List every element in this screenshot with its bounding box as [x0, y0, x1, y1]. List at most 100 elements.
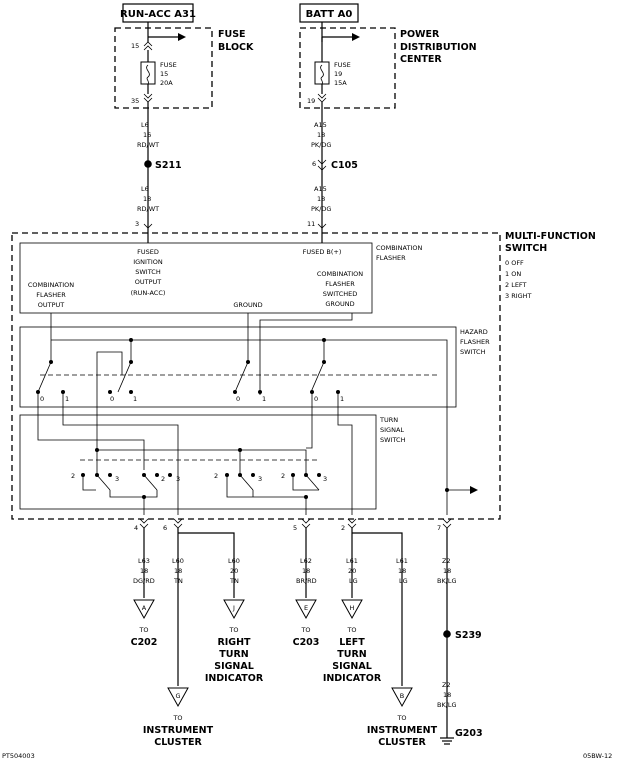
svg-text:CENTER: CENTER	[400, 54, 442, 65]
svg-text:PK/DG: PK/DG	[311, 141, 331, 149]
svg-text:TURN: TURN	[379, 416, 398, 424]
svg-text:2 LEFT: 2 LEFT	[505, 281, 527, 289]
turn-signal-switch: TURN SIGNAL SWITCH	[19, 414, 406, 510]
svg-text:COMBINATION: COMBINATION	[376, 244, 422, 252]
svg-text:OUTPUT: OUTPUT	[135, 278, 162, 286]
svg-text:LG: LG	[399, 577, 408, 585]
svg-text:GROUND: GROUND	[325, 300, 354, 308]
svg-text:FUSE: FUSE	[218, 29, 246, 40]
run-acc-label: RUN-ACC A31	[120, 3, 196, 23]
dest-j: J TO RIGHT TURN SIGNAL INDICATOR	[205, 599, 264, 684]
svg-text:19: 19	[307, 97, 315, 105]
svg-text:Z2: Z2	[442, 681, 451, 689]
svg-text:11: 11	[307, 220, 315, 228]
svg-text:Z2: Z2	[442, 557, 451, 565]
svg-text:TURN: TURN	[337, 649, 367, 660]
svg-text:C202: C202	[131, 637, 158, 648]
batt-label: BATT A0	[299, 3, 359, 23]
svg-text:A: A	[142, 604, 147, 612]
svg-text:FUSE: FUSE	[334, 61, 351, 69]
svg-text:L61: L61	[346, 557, 358, 565]
svg-text:L63: L63	[138, 557, 150, 565]
svg-text:SWITCH: SWITCH	[460, 348, 486, 356]
svg-text:BK/LG: BK/LG	[437, 701, 457, 709]
svg-text:18: 18	[443, 691, 451, 699]
svg-text:FUSED B(+): FUSED B(+)	[303, 248, 342, 256]
power-distribution-center: POWER DISTRIBUTION CENTER FUSE 19 15A 19	[299, 27, 477, 109]
svg-text:TO: TO	[346, 626, 356, 634]
svg-text:16: 16	[143, 131, 151, 139]
svg-text:TO: TO	[172, 714, 182, 722]
output-wires: 4 L63 18 DG/RD 6 L60 18 TN L60 20 TN 5 L…	[133, 518, 483, 745]
svg-text:PK/DG: PK/DG	[311, 205, 331, 213]
svg-text:0: 0	[110, 395, 114, 403]
svg-text:TO: TO	[300, 626, 310, 634]
svg-text:RIGHT: RIGHT	[217, 637, 251, 648]
svg-text:0 OFF: 0 OFF	[505, 259, 524, 267]
svg-text:3 RIGHT: 3 RIGHT	[505, 292, 532, 300]
svg-text:0: 0	[40, 395, 44, 403]
svg-text:CLUSTER: CLUSTER	[154, 737, 202, 748]
dest-g: G TO INSTRUMENT CLUSTER	[143, 687, 214, 748]
svg-text:15: 15	[131, 42, 139, 50]
svg-text:MULTI-FUNCTION: MULTI-FUNCTION	[505, 231, 596, 242]
svg-text:POWER: POWER	[400, 29, 440, 40]
svg-text:2: 2	[71, 472, 75, 480]
svg-text:SIGNAL: SIGNAL	[214, 661, 254, 672]
svg-text:FLASHER: FLASHER	[36, 291, 66, 299]
dest-h: H TO LEFT TURN SIGNAL INDICATOR	[323, 599, 382, 684]
svg-text:7: 7	[437, 524, 441, 532]
svg-text:S239: S239	[455, 630, 482, 641]
svg-text:CLUSTER: CLUSTER	[378, 737, 426, 748]
s211-splice	[144, 160, 152, 168]
svg-text:SWITCH: SWITCH	[505, 243, 547, 254]
svg-text:19: 19	[334, 70, 342, 78]
figure-id: PT504003	[2, 752, 35, 760]
svg-text:BR/RD: BR/RD	[296, 577, 317, 585]
svg-text:FLASHER: FLASHER	[325, 280, 355, 288]
svg-text:20: 20	[348, 567, 356, 575]
svg-text:LG: LG	[349, 577, 358, 585]
svg-text:L62: L62	[300, 557, 312, 565]
svg-text:G203: G203	[455, 728, 483, 739]
svg-text:RUN-ACC A31: RUN-ACC A31	[120, 9, 196, 20]
dest-e: E TO C203	[293, 599, 319, 648]
svg-text:SWITCH: SWITCH	[380, 436, 406, 444]
svg-text:A15: A15	[314, 185, 327, 193]
svg-text:0: 0	[314, 395, 318, 403]
svg-text:BK/LG: BK/LG	[437, 577, 457, 585]
svg-text:SWITCH: SWITCH	[135, 268, 161, 276]
svg-text:(RUN-ACC): (RUN-ACC)	[131, 289, 166, 297]
svg-text:3: 3	[115, 475, 119, 483]
svg-text:1: 1	[262, 395, 266, 403]
hazard-flasher-switch: HAZARD FLASHER SWITCH	[19, 326, 490, 408]
svg-text:OUTPUT: OUTPUT	[38, 301, 65, 309]
svg-text:2: 2	[281, 472, 285, 480]
svg-text:FLASHER: FLASHER	[376, 254, 406, 262]
dest-a: A TO C202	[131, 599, 158, 648]
svg-text:2: 2	[341, 524, 345, 532]
svg-text:SIGNAL: SIGNAL	[332, 661, 372, 672]
svg-text:2: 2	[214, 472, 218, 480]
svg-text:1: 1	[65, 395, 69, 403]
svg-text:HAZARD: HAZARD	[460, 328, 488, 336]
svg-text:1: 1	[133, 395, 137, 403]
svg-text:GROUND: GROUND	[233, 301, 262, 309]
svg-text:15A: 15A	[334, 79, 347, 87]
svg-text:C105: C105	[331, 160, 358, 171]
svg-text:H: H	[350, 604, 355, 612]
fuse-block: FUSE BLOCK 15 FUSE 15 20A 35	[114, 27, 254, 109]
svg-text:COMBINATION: COMBINATION	[28, 281, 74, 289]
svg-text:18: 18	[317, 195, 325, 203]
svg-text:3: 3	[135, 220, 139, 228]
svg-text:INSTRUMENT: INSTRUMENT	[367, 725, 438, 736]
svg-text:18: 18	[398, 567, 406, 575]
svg-text:18: 18	[140, 567, 148, 575]
svg-text:DISTRIBUTION: DISTRIBUTION	[400, 42, 477, 53]
svg-text:LEFT: LEFT	[339, 637, 365, 648]
svg-text:3: 3	[258, 475, 262, 483]
multi-function-switch: MULTI-FUNCTION SWITCH 0 OFF 1 ON 2 LEFT …	[11, 231, 596, 520]
svg-text:20A: 20A	[160, 79, 173, 87]
svg-text:INSTRUMENT: INSTRUMENT	[143, 725, 214, 736]
